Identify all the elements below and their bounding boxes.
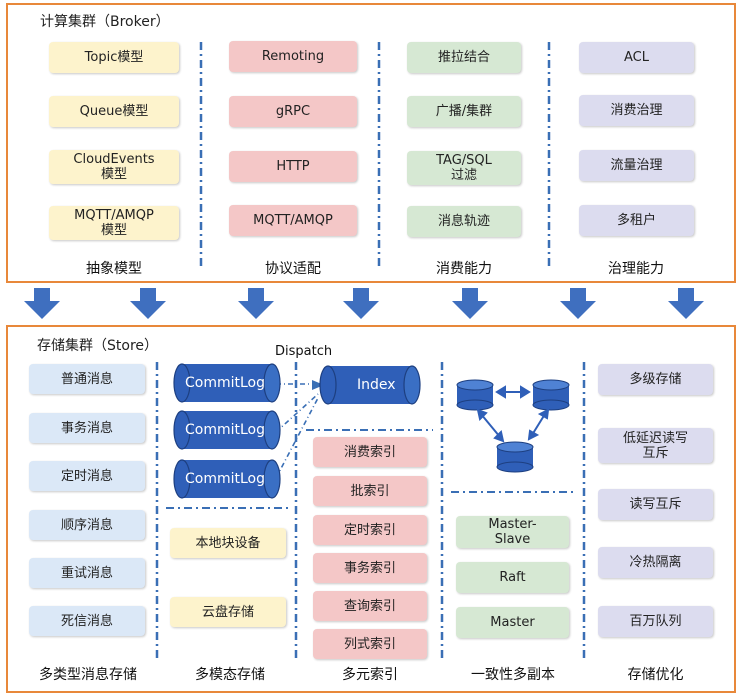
commitlog-cylinder-icon [173, 410, 281, 450]
store-replica-master-slave: Master- Slave [456, 516, 569, 548]
broker-item-topic: Topic模型 [49, 42, 179, 73]
store-replica-raft: Raft [456, 562, 569, 593]
database-icon [456, 379, 494, 411]
commitlog-label: CommitLog [185, 471, 266, 487]
store-title: 存储集群（Store） [37, 338, 159, 354]
broker-item-grpc: gRPC [229, 96, 357, 127]
store-footer-replica: 一致性多副本 [471, 667, 555, 683]
broker-title: 计算集群（Broker） [40, 14, 170, 30]
broker-frame [6, 3, 736, 283]
store-message-deadletter: 死信消息 [29, 606, 145, 636]
down-arrow-icon [238, 288, 274, 319]
store-index-query: 查询索引 [313, 591, 427, 621]
broker-footer-consume: 消费能力 [436, 261, 492, 277]
broker-item-mqtt-amqp: MQTT/AMQP [229, 205, 357, 236]
store-index-columnar: 列式索引 [313, 629, 427, 659]
store-optimize-tiered: 多级存储 [598, 364, 713, 395]
store-footer-message-types: 多类型消息存储 [39, 667, 137, 683]
broker-item-consume-governance: 消费治理 [579, 95, 694, 126]
commitlog-cylinder-icon [173, 363, 281, 403]
broker-item-traffic-governance: 流量治理 [579, 150, 694, 181]
down-arrow-icon [343, 288, 379, 319]
store-footer-index: 多元索引 [342, 667, 398, 683]
commitlog-label: CommitLog [185, 375, 266, 391]
database-icon [496, 441, 534, 473]
store-index-batch: 批索引 [313, 476, 427, 506]
store-optimize-rw-mutex: 读写互斥 [598, 489, 713, 520]
store-device-cloud-disk: 云盘存储 [170, 597, 286, 627]
database-icon [532, 379, 570, 411]
store-footer-multimodal: 多模态存储 [195, 667, 265, 683]
store-message-retry: 重试消息 [29, 558, 145, 588]
down-arrow-icon [452, 288, 488, 319]
index-cylinder-icon [319, 365, 421, 405]
store-optimize-hot-cold: 冷热隔离 [598, 547, 713, 578]
store-optimize-low-latency: 低延迟读写 互斥 [598, 428, 713, 463]
broker-item-tag-sql: TAG/SQL 过滤 [407, 151, 521, 185]
broker-item-mqtt-model: MQTT/AMQP 模型 [49, 206, 179, 240]
down-arrow-icon [130, 288, 166, 319]
broker-footer-protocol: 协议适配 [265, 261, 321, 277]
store-message-normal: 普通消息 [29, 364, 145, 394]
broker-item-queue: Queue模型 [49, 96, 179, 127]
broker-item-multitenant: 多租户 [579, 205, 694, 236]
broker-item-trace: 消息轨迹 [407, 206, 521, 237]
dispatch-label: Dispatch [275, 344, 333, 359]
index-label: Index [357, 377, 396, 393]
broker-footer-abstract-model: 抽象模型 [86, 261, 142, 277]
store-frame [6, 325, 736, 693]
store-index-scheduled: 定时索引 [313, 515, 427, 545]
commitlog-label: CommitLog [185, 422, 266, 438]
store-index-transaction: 事务索引 [313, 553, 427, 583]
down-arrow-icon [560, 288, 596, 319]
broker-item-http: HTTP [229, 151, 357, 182]
down-arrow-icon [24, 288, 60, 319]
replication-arrow-icon [495, 385, 531, 399]
store-message-transaction: 事务消息 [29, 413, 145, 443]
store-footer-optimize: 存储优化 [627, 667, 684, 683]
store-replica-master: Master [456, 607, 569, 638]
store-message-ordered: 顺序消息 [29, 510, 145, 540]
down-arrow-icon [668, 288, 704, 319]
replication-arrow-icon [527, 408, 550, 441]
store-device-local-block: 本地块设备 [170, 528, 286, 558]
store-optimize-million-queues: 百万队列 [598, 606, 713, 637]
store-message-scheduled: 定时消息 [29, 461, 145, 491]
broker-item-cloudevents: CloudEvents 模型 [49, 150, 179, 184]
broker-item-acl: ACL [579, 42, 694, 73]
broker-item-push-pull: 推拉结合 [407, 42, 521, 73]
store-index-consume: 消费索引 [313, 437, 427, 467]
commitlog-cylinder-icon [173, 459, 281, 499]
replication-arrow-icon [476, 408, 505, 443]
broker-item-broadcast: 广播/集群 [407, 96, 521, 127]
broker-item-remoting: Remoting [229, 41, 357, 72]
broker-footer-governance: 治理能力 [608, 261, 664, 277]
